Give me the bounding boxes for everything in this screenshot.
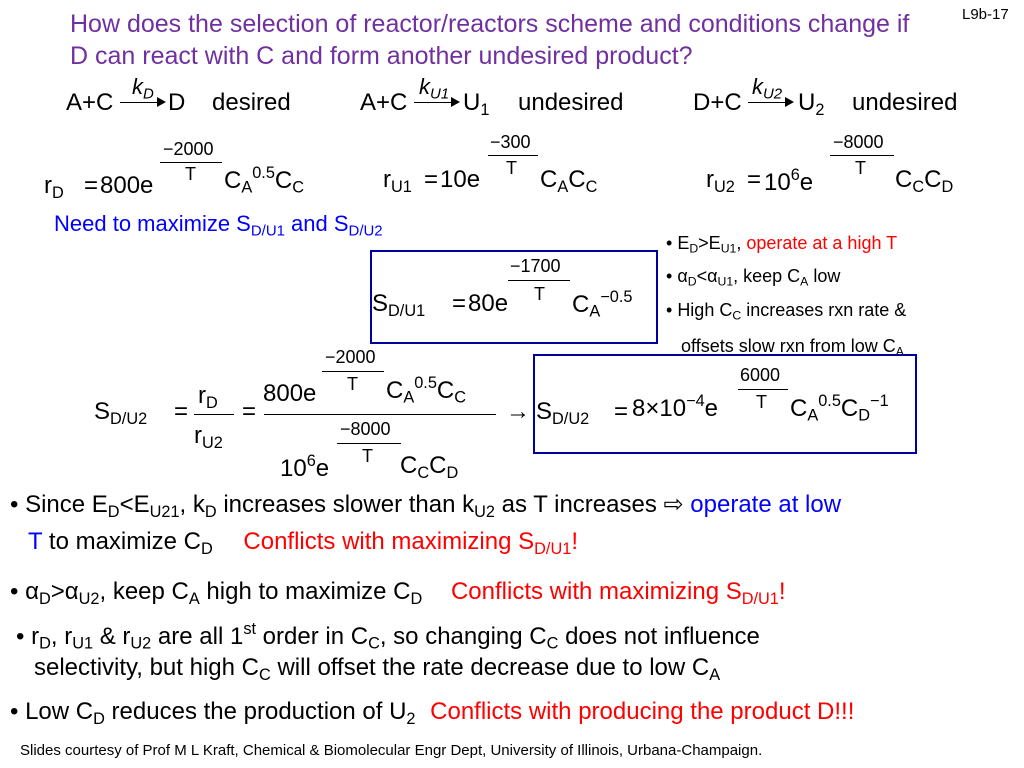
selectivity-du2-box	[533, 354, 917, 454]
reaction-arrow	[748, 97, 794, 107]
selectivity-du1-box	[370, 250, 658, 344]
bullet-alpha: • αD>αU2, keep CA high to maximize CD Co…	[10, 578, 786, 608]
bullet-since-energy: • Since ED<EU21, kD increases slower tha…	[10, 491, 842, 521]
right-bullet-3: • High CC increases rxn rate & offsets s…	[666, 300, 907, 359]
reaction-arrow	[120, 97, 166, 107]
bullet-since-energy-line2: T to maximize CD Conflicts with maximizi…	[28, 528, 578, 558]
bullet-first-order-line2: selectivity, but high CC will offset the…	[34, 654, 721, 684]
reaction-arrow	[414, 97, 460, 107]
footer-credit: Slides courtesy of Prof M L Kraft, Chemi…	[20, 742, 763, 759]
slide-number: L9b-17	[962, 6, 1009, 23]
maximize-statement: Need to maximize SD/U1 and SD/U2	[54, 211, 383, 240]
bullet-low-cd: • Low CD reduces the production of U2 Co…	[10, 698, 855, 728]
right-bullet-1: • ED>EU1, operate at a high T	[666, 233, 898, 256]
right-arrow-icon: ⇨	[663, 491, 684, 518]
right-bullet-2: • αD<αU1, keep CA low	[666, 266, 841, 289]
slide-title: How does the selection of reactor/reacto…	[70, 10, 910, 70]
bullet-first-order: • rD, rU1 & rU2 are all 1st order in CC,…	[16, 620, 760, 653]
